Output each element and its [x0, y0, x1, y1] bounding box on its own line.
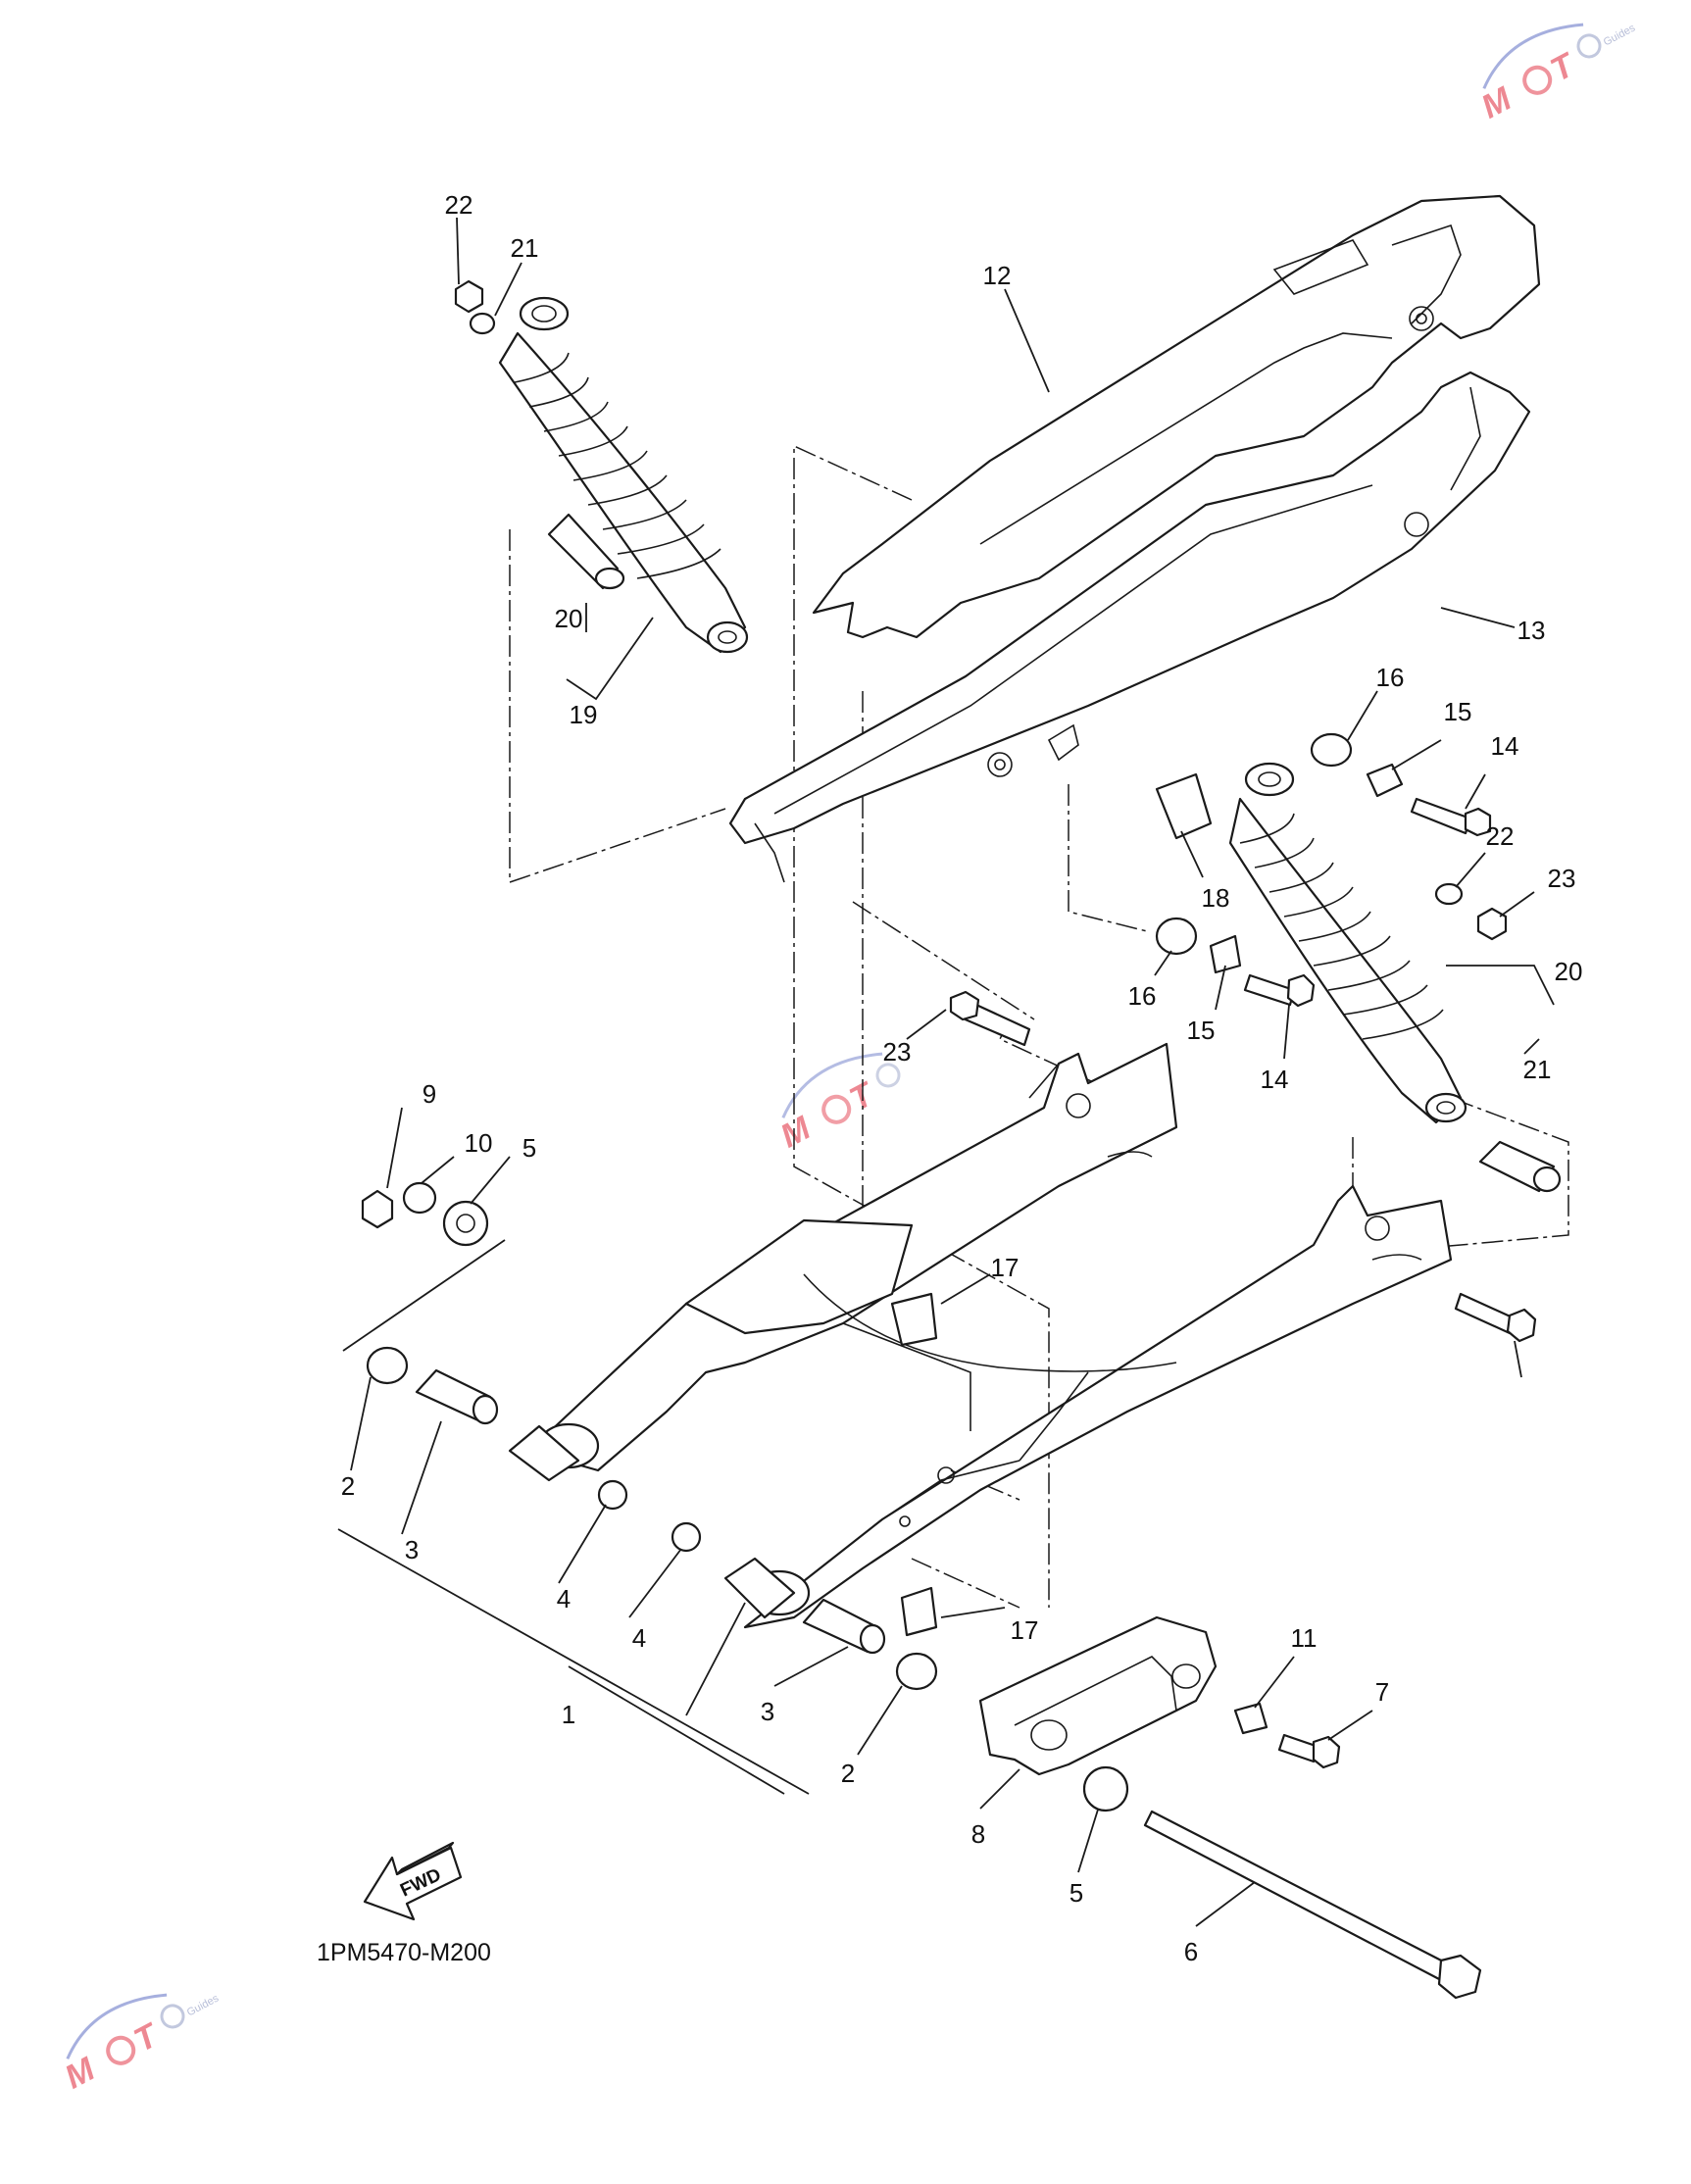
- forward-direction-arrow: FWD: [363, 1841, 463, 1921]
- bolt-14-upper: [1410, 797, 1472, 835]
- callout-7: 9: [423, 1079, 436, 1109]
- callout-2-left: 2: [341, 1471, 355, 1501]
- callout-2-right: 2: [841, 1759, 855, 1788]
- swingarm: [508, 1042, 1453, 1629]
- callout-21-upper: 21: [511, 233, 539, 263]
- callout-13: 13: [1517, 616, 1546, 645]
- washer-8: [402, 1181, 437, 1215]
- washer-4-right: [671, 1521, 702, 1553]
- chain-case-upper: [812, 194, 1541, 639]
- callout-1: 1: [562, 1700, 575, 1729]
- callout-3-left: 3: [405, 1535, 419, 1564]
- callout-17-lower: 17: [1011, 1615, 1039, 1645]
- plate-5-lower: [1082, 1765, 1129, 1812]
- bushing-2-left: [366, 1346, 409, 1385]
- bushing-2-right: [895, 1652, 938, 1691]
- callout-labels: 22 21 12 13 20 19 16 15 14 22 23 18 20 1…: [341, 190, 1583, 1966]
- callout-22-upper: 22: [445, 190, 473, 220]
- collar-15-lower: [1209, 934, 1242, 974]
- callout-20-left: 20: [555, 604, 583, 633]
- callout-8: 10: [465, 1128, 493, 1158]
- callout-4-left: 4: [557, 1584, 571, 1613]
- chain-case-lower: [728, 371, 1531, 883]
- washer-21-upper: [469, 312, 496, 335]
- shock-absorber-left: [498, 296, 749, 654]
- callout-19-left: 19: [570, 700, 598, 729]
- block-17-upper: [890, 1292, 938, 1347]
- callout-3-right: 3: [761, 1697, 774, 1726]
- slider-18: [1155, 772, 1213, 840]
- plate-5-upper: [442, 1200, 489, 1247]
- svg-text:M: M: [59, 2050, 101, 2096]
- shock-absorber-right: [1228, 762, 1467, 1124]
- callout-9: 8: [971, 1819, 985, 1849]
- callout-15-lower: 15: [1187, 1016, 1216, 1045]
- collar-15-upper: [1366, 763, 1404, 798]
- collar-20-left: [547, 513, 620, 590]
- callout-5-upper: 5: [522, 1133, 536, 1163]
- bolt-10: [1277, 1733, 1320, 1763]
- callout-22-right: 23: [1548, 864, 1576, 893]
- bolt-23-right: [1454, 1292, 1517, 1335]
- watermark-logo-bottom-left: M T Guides: [59, 1992, 222, 2096]
- callout-6: 6: [1184, 1937, 1198, 1966]
- nut-22-upper: [454, 279, 484, 314]
- callout-18: 18: [1202, 883, 1230, 913]
- svg-text:M: M: [774, 1109, 817, 1155]
- washer-21-right: [1434, 882, 1464, 906]
- callout-16-upper: 16: [1376, 663, 1405, 692]
- callout-4-right: 4: [632, 1623, 646, 1653]
- callout-16-lower: 16: [1128, 981, 1157, 1011]
- callout-11: 11: [1291, 1623, 1318, 1653]
- callout-14-upper: 14: [1491, 731, 1519, 761]
- block-17-lower: [900, 1586, 938, 1637]
- leader-lines: [337, 217, 1555, 1927]
- callout-10: 7: [1375, 1677, 1389, 1707]
- collar-11: [1233, 1702, 1268, 1735]
- nut-22-right: [1476, 907, 1508, 941]
- callout-19-right: 20: [1555, 957, 1583, 986]
- callout-15-upper: 15: [1444, 697, 1472, 726]
- chain-puller-9: [978, 1615, 1218, 1776]
- callout-20-right: 21: [1523, 1055, 1552, 1084]
- svg-text:M: M: [1475, 79, 1517, 125]
- callout-21-right: 22: [1486, 821, 1515, 851]
- callout-17-upper: 17: [991, 1253, 1020, 1282]
- callout-12: 12: [983, 261, 1012, 290]
- diagram-code: 1PM5470-M200: [317, 1939, 491, 1966]
- svg-text:Guides: Guides: [1602, 22, 1638, 48]
- bushing-16-upper: [1310, 732, 1353, 768]
- watermark-logo-top-right: M T Guides: [1475, 22, 1638, 125]
- bushing-16-lower: [1155, 917, 1198, 956]
- small-parts: [361, 279, 1562, 2000]
- washer-4-left: [597, 1479, 628, 1511]
- callout-23-upper: 23: [883, 1037, 912, 1067]
- callout-14-lower: 14: [1261, 1065, 1289, 1094]
- svg-text:Guides: Guides: [185, 1992, 222, 2018]
- bolt-14-lower: [1243, 973, 1296, 1007]
- nut-7: [361, 1189, 394, 1229]
- callout-5-lower: 5: [1069, 1878, 1083, 1908]
